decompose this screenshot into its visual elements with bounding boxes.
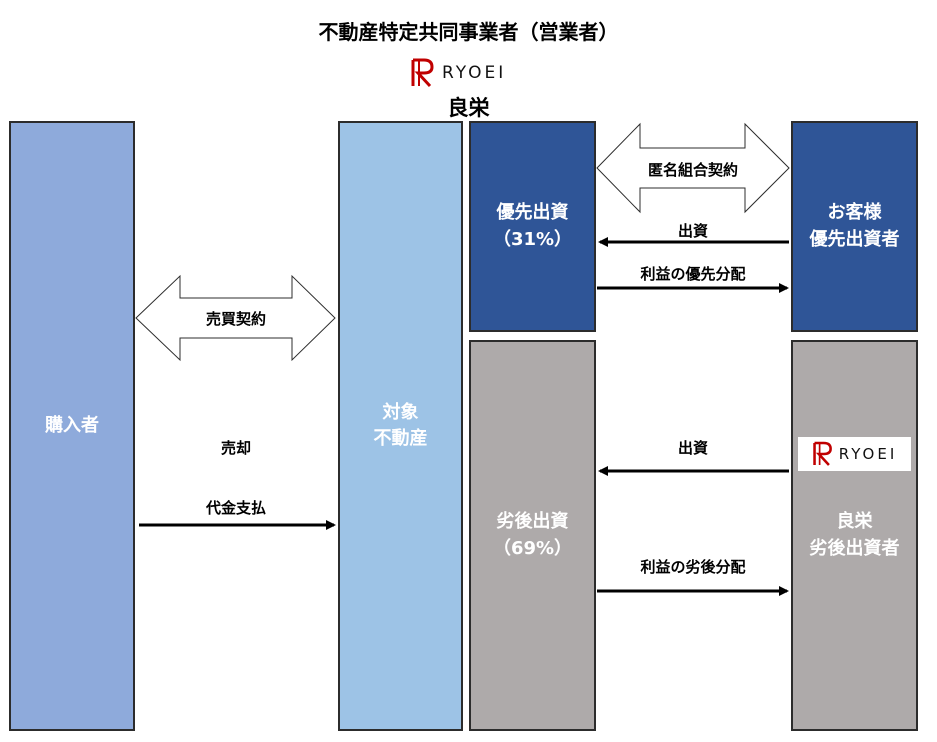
company-logo: RYOEI [410,58,506,88]
property-label-line1: 対象 [382,401,419,423]
ryoei-logo-icon [813,441,832,466]
ryoei-logo-icon [411,58,434,88]
priority-label-line2: （31%） [492,228,573,250]
company-name: 良栄 [447,96,490,120]
customer-label-line2: 優先出資者 [809,228,900,250]
sale-label: 売却 [220,439,251,457]
subordinate-profit-label: 利益の劣後分配 [640,558,746,576]
property-box: 対象 不動産 [338,121,463,731]
buyer-label: 購入者 [45,414,99,436]
priority-investment-label: 出資 [677,222,708,240]
ryoei-box-logo: RYOEI [798,437,911,471]
subordinate-label-line1: 劣後出資 [496,511,569,533]
payment-label: 代金支払 [205,499,266,517]
ryoei-label-line1: 良栄 [836,511,873,533]
sale-contract-label: 売買契約 [205,310,266,328]
diagram-title: 不動産特定共同事業者（営業者） [318,20,619,44]
customer-investor-box: お客様 優先出資者 [791,121,918,332]
ryoei-box-logo-text: RYOEI [838,445,898,463]
property-label-line2: 不動産 [373,428,428,449]
ryoei-investor-box: 良栄 劣後出資者 [791,340,918,731]
anonymous-partnership-label: 匿名組合契約 [647,161,738,179]
subordinate-label-line2: （69%） [492,537,573,559]
priority-profit-label: 利益の優先分配 [640,265,746,283]
buyer-box: 購入者 [9,121,135,731]
ryoei-label-line2: 劣後出資者 [809,537,900,559]
logo-text: RYOEI [442,63,507,83]
priority-investment-box: 優先出資 （31%） [469,121,596,332]
customer-label-line1: お客様 [827,202,882,224]
subordinate-investment-label: 出資 [677,439,708,457]
subordinate-investment-box: 劣後出資 （69%） [469,340,596,731]
priority-label-line1: 優先出資 [496,202,569,224]
